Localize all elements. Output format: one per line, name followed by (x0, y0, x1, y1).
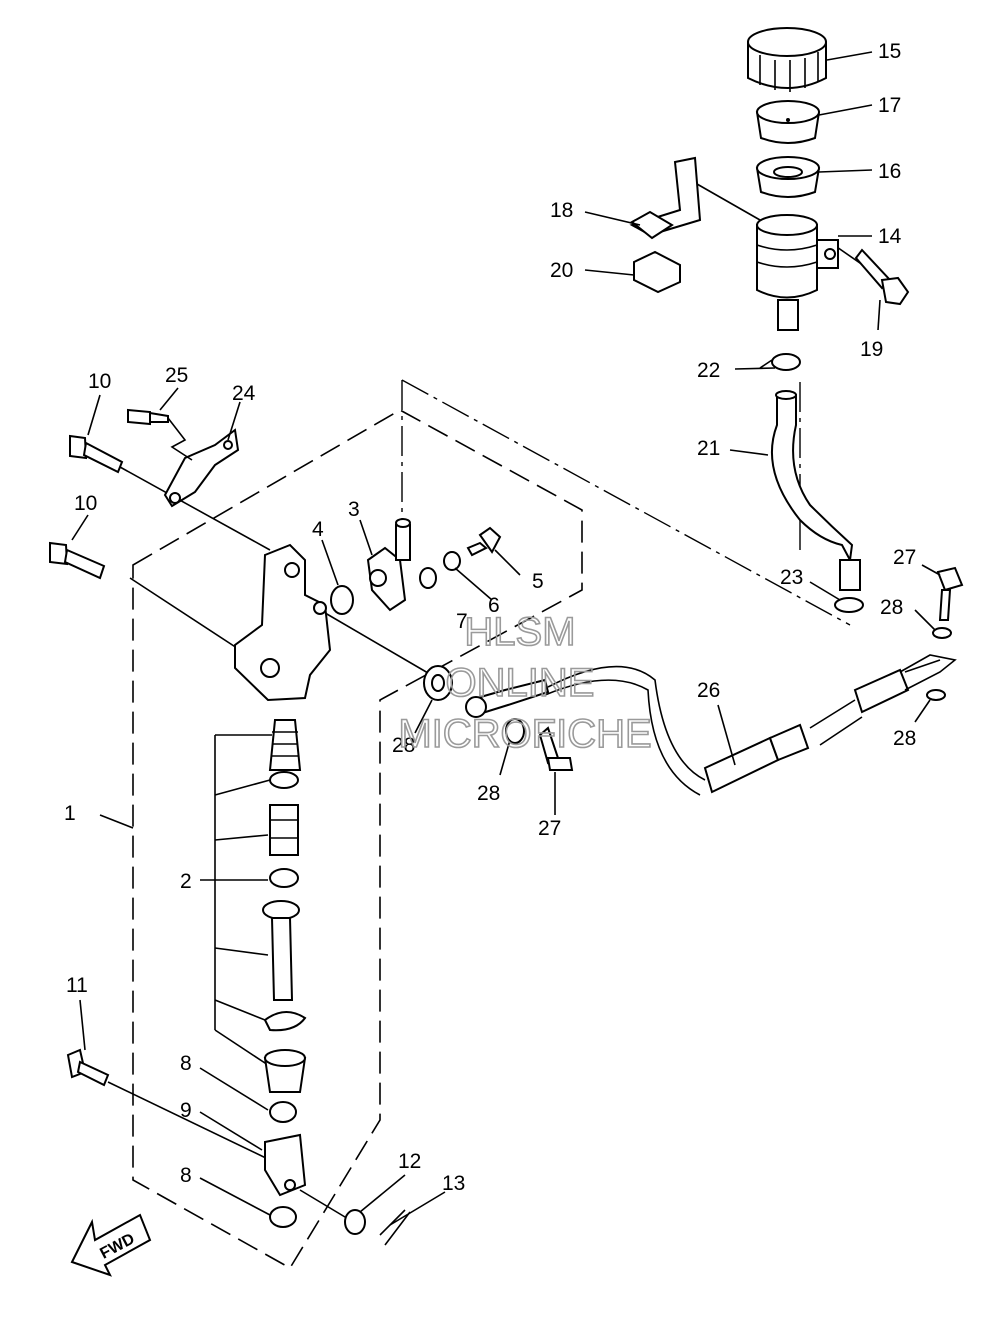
pin-washer (344, 1209, 366, 1235)
copper-washers (423, 627, 952, 744)
joint-screw (466, 526, 502, 557)
callout-26: 26 (697, 679, 720, 702)
callout-10-lower: 10 (74, 492, 97, 515)
callout-5: 5 (532, 570, 544, 593)
callout-4: 4 (312, 518, 324, 541)
callout-9: 9 (180, 1099, 192, 1122)
watermark-line-3: MICROFICHE (398, 712, 651, 756)
cylinder-bolt-upper (69, 434, 124, 474)
reservoir-bracket (629, 156, 702, 240)
cup-seal (269, 771, 299, 789)
circlip (263, 1011, 307, 1032)
callout-25: 25 (165, 364, 188, 387)
callout-23: 23 (780, 566, 803, 589)
reservoir-diaphragm (755, 156, 821, 198)
callout-12: 12 (398, 1150, 421, 1173)
callout-11: 11 (66, 974, 88, 997)
clevis (264, 1133, 307, 1197)
reservoir-bolt (854, 248, 910, 306)
callout-10-upper: 10 (88, 370, 111, 393)
callout-8-upper: 8 (180, 1052, 192, 1075)
reservoir-diaphragm-plate (755, 100, 821, 144)
hose-clip-upper (759, 353, 801, 371)
callout-7: 7 (456, 610, 468, 633)
cotter-pin (379, 1209, 411, 1246)
callout-14: 14 (878, 225, 902, 248)
bracket-bolt (127, 408, 193, 461)
assembly-outline (132, 409, 583, 1270)
part-2-bracket (214, 734, 272, 1066)
reservoir-tank (756, 214, 839, 331)
banjo-bolt-left (538, 726, 574, 771)
callout-numbers: 15 17 16 14 18 20 19 22 21 27 23 28 26 2… (64, 40, 916, 1195)
callout-15: 15 (878, 40, 901, 63)
callout-28-right-upper: 28 (880, 596, 903, 619)
callout-28-left: 28 (392, 734, 415, 757)
callout-leaders (71, 51, 941, 1226)
cylinder-bolt-lower (49, 541, 106, 580)
hose-clip-lower (834, 597, 864, 613)
watermark: HLSM ONLINE MICROFICHE (398, 609, 653, 757)
reservoir-hose (770, 390, 861, 591)
watermark-line-2: ONLINE (446, 661, 595, 705)
locknut-upper (269, 1101, 297, 1123)
o-ring (330, 585, 354, 615)
secondary-cup (269, 868, 299, 888)
dust-boot (263, 1049, 307, 1093)
fwd-arrow: FWD (70, 1213, 152, 1277)
mount-bracket (163, 428, 240, 508)
joint-washer (419, 551, 461, 589)
callout-3: 3 (348, 498, 360, 521)
callout-18: 18 (550, 199, 573, 222)
callout-19: 19 (860, 338, 883, 361)
callout-20: 20 (550, 259, 573, 282)
callout-8-lower: 8 (180, 1164, 192, 1187)
push-rod (262, 900, 300, 1001)
piston (269, 804, 299, 856)
leader-lines (107, 179, 941, 1221)
reservoir-grommet (633, 250, 681, 294)
banjo-bolt-right (936, 566, 964, 621)
hose-joint-fitting (366, 518, 411, 612)
callout-27-middle: 27 (538, 817, 561, 840)
callout-2: 2 (180, 870, 192, 893)
callout-1: 1 (64, 802, 76, 825)
callout-6: 6 (488, 594, 500, 617)
callout-28-right-lower: 28 (893, 727, 916, 750)
callout-27-right: 27 (893, 546, 916, 569)
callout-22: 22 (697, 359, 720, 382)
watermark-line-1: HLSM (464, 610, 575, 654)
clevis-pin (66, 1048, 110, 1087)
callout-28-middle: 28 (477, 782, 500, 805)
callout-24: 24 (232, 382, 256, 405)
reservoir-cap (747, 27, 827, 92)
callout-16: 16 (878, 160, 901, 183)
callout-21: 21 (697, 437, 720, 460)
locknut-lower (269, 1206, 297, 1228)
brake-hose (465, 654, 957, 796)
callout-13: 13 (442, 1172, 465, 1195)
callout-17: 17 (878, 94, 901, 117)
return-spring (268, 719, 302, 771)
master-cylinder-body (234, 543, 332, 702)
